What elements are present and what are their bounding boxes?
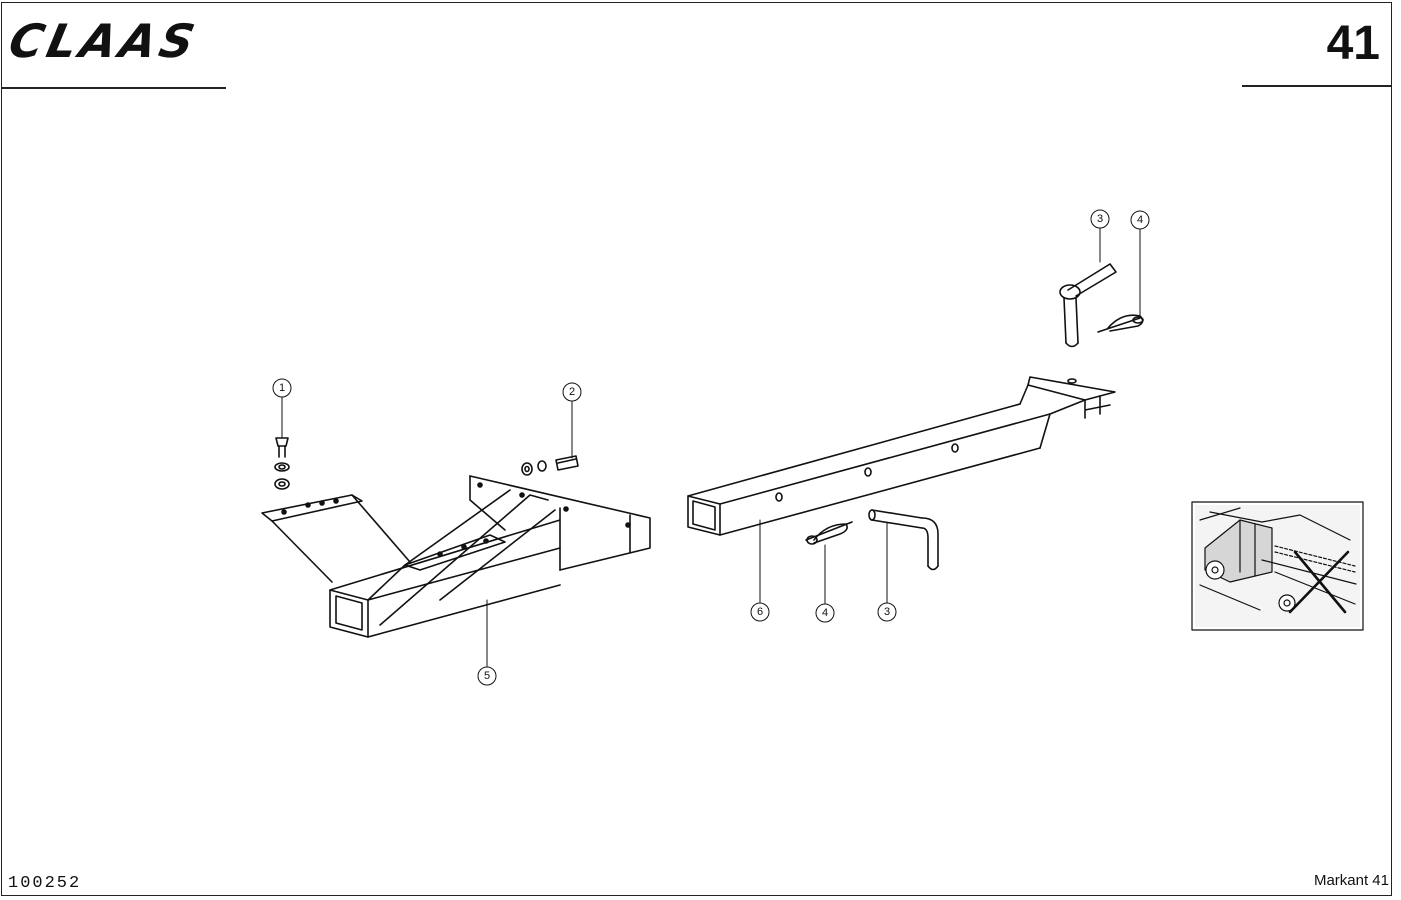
svg-text:1: 1 (279, 382, 285, 394)
svg-text:3: 3 (1097, 213, 1103, 225)
svg-text:3: 3 (884, 606, 890, 618)
part-2-bolt (521, 455, 579, 476)
svg-text:6: 6 (757, 606, 763, 618)
part-6-drawbar-tube (687, 376, 1116, 536)
callout-4-bottom: 4 (815, 603, 835, 623)
part-4-clip-bottom (805, 521, 853, 545)
svg-text:5: 5 (484, 670, 490, 682)
part-5-bracket-frame (261, 475, 651, 638)
page-number-underline (1242, 85, 1391, 87)
machine-location-thumbnail-icon (1191, 501, 1364, 631)
callout-2: 2 (562, 382, 582, 402)
part-4-clip-top (1097, 314, 1144, 333)
document-number: 100252 (8, 874, 82, 893)
part-1-bolt-and-nut (274, 437, 290, 490)
model-label: Markant 41 (1313, 872, 1389, 889)
callout-3-bottom: 3 (877, 602, 897, 622)
svg-text:4: 4 (822, 607, 828, 619)
page-number: 41 (1326, 17, 1380, 70)
svg-text:4: 4 (1137, 214, 1143, 226)
svg-text:2: 2 (569, 386, 575, 398)
callout-leaders (281, 227, 1141, 667)
callout-3-top: 3 (1090, 209, 1110, 229)
callout-1: 1 (272, 378, 292, 398)
callout-4-top: 4 (1130, 210, 1150, 230)
part-3-pin-top (1059, 263, 1117, 348)
callout-5: 5 (477, 666, 497, 686)
part-3-pin-bottom (868, 509, 939, 571)
logo-underline (2, 87, 226, 89)
callout-6: 6 (750, 602, 770, 622)
